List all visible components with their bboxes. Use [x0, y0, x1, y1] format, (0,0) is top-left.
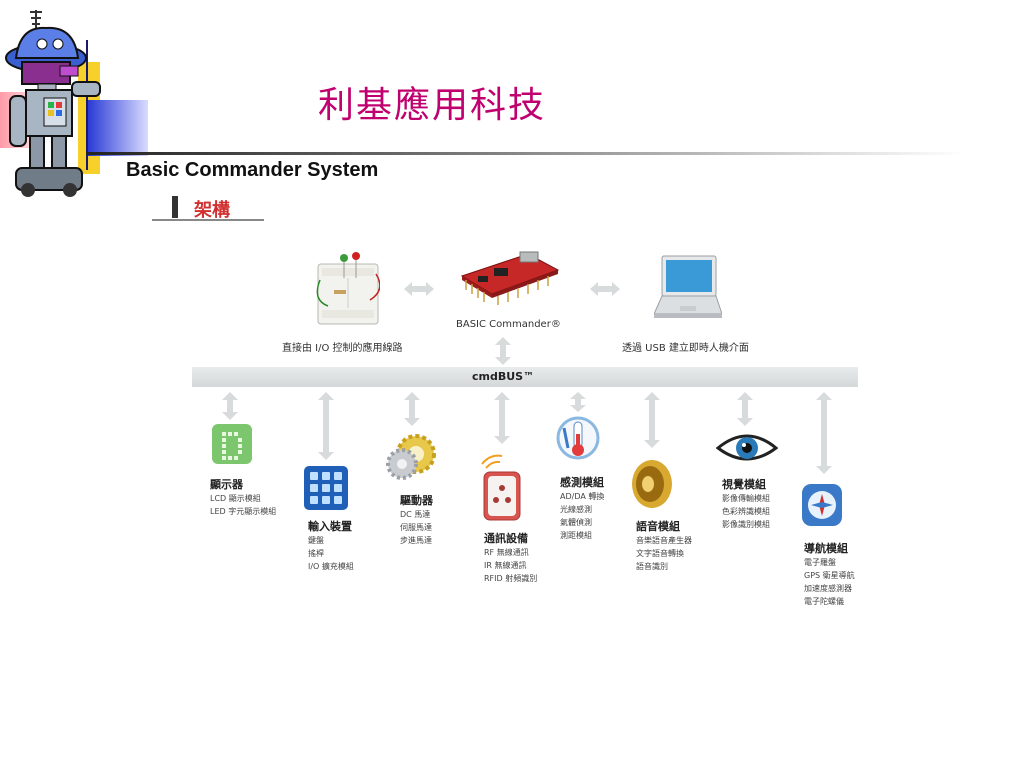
module-title: 導航模組 [804, 542, 848, 555]
module-line: I/O 擴充模組 [308, 562, 354, 571]
module-line: 測距模組 [560, 531, 592, 540]
laptop-icon [654, 255, 722, 318]
module-line: AD/DA 轉換 [560, 492, 605, 501]
page-title: 利基應用科技 [318, 85, 547, 126]
module-display: 顯示器 LCD 顯示模組 LED 字元顯示模組 [210, 476, 276, 518]
page-subtitle: Basic Commander System [126, 159, 379, 181]
arrow-navigation [816, 392, 832, 474]
vertical-arrow-board [495, 337, 511, 365]
module-line: 影像傳輸模組 [722, 494, 770, 503]
arrow-display [222, 392, 238, 420]
header-vertical-line [86, 40, 88, 170]
module-line: 步進馬達 [400, 536, 432, 545]
module-line: LCD 顯示模組 [210, 494, 261, 503]
module-line: 氣體偵測 [560, 518, 592, 527]
robot-mascot-icon [5, 10, 101, 197]
module-line: 色彩辨識模組 [722, 507, 770, 516]
section-marker [172, 196, 178, 218]
module-line: 文字語音轉換 [636, 549, 684, 558]
speaker-icon [632, 460, 672, 508]
module-title: 顯示器 [210, 478, 243, 491]
module-line: 語音識別 [636, 562, 668, 571]
module-line: 影像識別模組 [722, 520, 770, 529]
module-audio: 語音模組 音樂語音產生器 文字語音轉換 語音識別 [636, 518, 692, 573]
breadboard-caption: 直接由 I/O 控制的應用線路 [282, 343, 403, 354]
arrow-comm [494, 392, 510, 444]
module-title: 驅動器 [400, 494, 433, 507]
arrow-sensor [570, 392, 586, 412]
module-line: DC 馬達 [400, 510, 431, 519]
module-title: 通訊設備 [484, 532, 528, 545]
module-title: 語音模組 [636, 520, 680, 533]
module-line: 鍵盤 [308, 536, 324, 545]
laptop-caption: 透過 USB 建立即時人機介面 [622, 343, 749, 354]
module-line: 搖桿 [308, 549, 324, 558]
eye-icon [716, 434, 778, 461]
double-arrow-right-icon [590, 282, 620, 296]
module-vision: 視覺模組 影像傳輸模組 色彩辨識模組 影像識別模組 [722, 476, 770, 531]
header-decoration-blue [88, 100, 148, 156]
module-sensor: 感測模組 AD/DA 轉換 光線感測 氣體偵測 測距模組 [560, 474, 604, 542]
remote-icon [481, 454, 521, 521]
compass-icon [802, 484, 842, 526]
cmdbus-label: cmdBUS™ [472, 370, 535, 383]
arrow-driver [404, 392, 420, 426]
double-arrow-left-icon [404, 282, 434, 296]
module-title: 輸入裝置 [308, 520, 352, 533]
cmdbus-bar [192, 367, 858, 387]
arrow-input [318, 392, 334, 460]
section-label: 架構 [194, 200, 230, 221]
module-line: IR 無線通訊 [484, 561, 527, 570]
module-line: 音樂語音產生器 [636, 536, 692, 545]
module-line: 電子羅盤 [804, 558, 836, 567]
board-caption: BASIC Commander® [456, 319, 561, 330]
keypad-icon [304, 466, 348, 510]
module-line: 伺服馬達 [400, 523, 432, 532]
module-driver: 驅動器 DC 馬達 伺服馬達 步進馬達 [400, 492, 433, 547]
module-line: RF 無線通訊 [484, 548, 529, 557]
arrow-vision [737, 392, 753, 426]
module-title: 視覺模組 [722, 478, 766, 491]
thermometer-icon [556, 416, 600, 460]
basic-commander-board-icon [460, 251, 560, 305]
module-line: RFID 射頻識別 [484, 574, 538, 583]
module-line: 電子陀螺儀 [804, 597, 844, 606]
arrow-audio [644, 392, 660, 448]
breadboard-icon [316, 252, 380, 325]
header-divider [86, 152, 966, 155]
module-line: LED 字元顯示模組 [210, 507, 277, 516]
module-comm: 通訊設備 RF 無線通訊 IR 無線通訊 RFID 射頻識別 [484, 530, 537, 585]
module-input: 輸入裝置 鍵盤 搖桿 I/O 擴充模組 [308, 518, 354, 573]
module-line: GPS 衛星導航 [804, 571, 855, 580]
module-navigation: 導航模組 電子羅盤 GPS 衛星導航 加速度感測器 電子陀螺儀 [804, 540, 855, 608]
section-underline [152, 219, 264, 221]
led-matrix-icon [212, 424, 252, 464]
module-title: 感測模組 [560, 476, 604, 489]
module-line: 光線感測 [560, 505, 592, 514]
gear-icon [386, 434, 436, 480]
module-line: 加速度感測器 [804, 584, 852, 593]
